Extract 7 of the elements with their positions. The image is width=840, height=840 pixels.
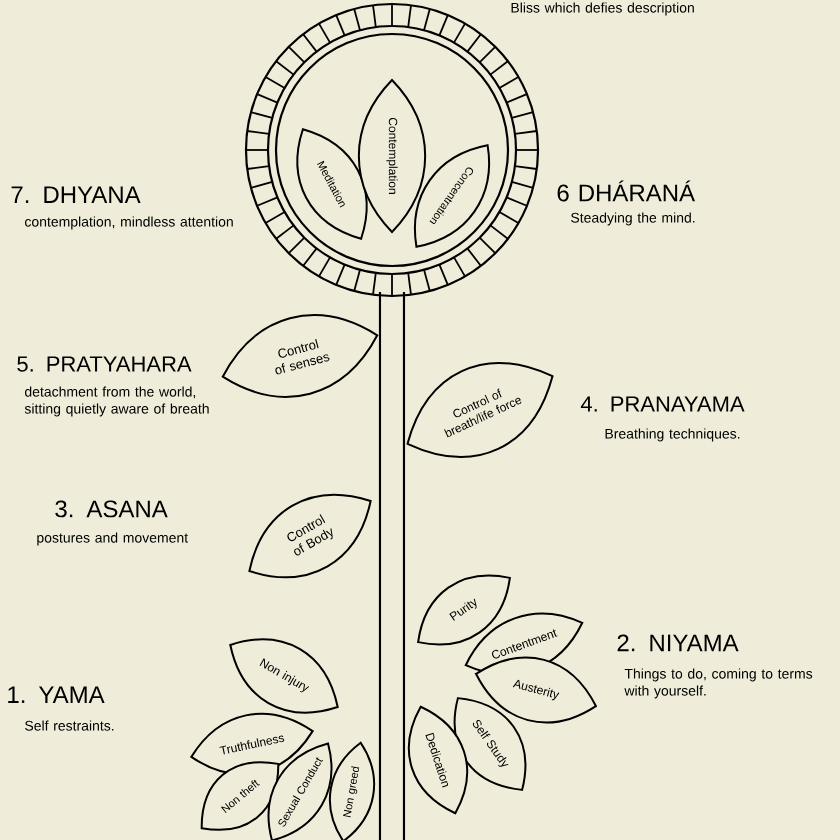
- stage-heading: 4. PRANAYAMA: [580, 396, 745, 412]
- stage-heading: 1. YAMA: [8, 686, 105, 703]
- stage-heading: 5. PRATYAHARA: [17, 356, 192, 372]
- stage-heading: 2. NIYAMA: [617, 634, 739, 652]
- stage-heading: 3. ASANA: [55, 500, 168, 518]
- stage-heading: 7. DHYANA: [11, 186, 141, 203]
- stage-heading: 6 DHÁRANÁ: [557, 180, 696, 202]
